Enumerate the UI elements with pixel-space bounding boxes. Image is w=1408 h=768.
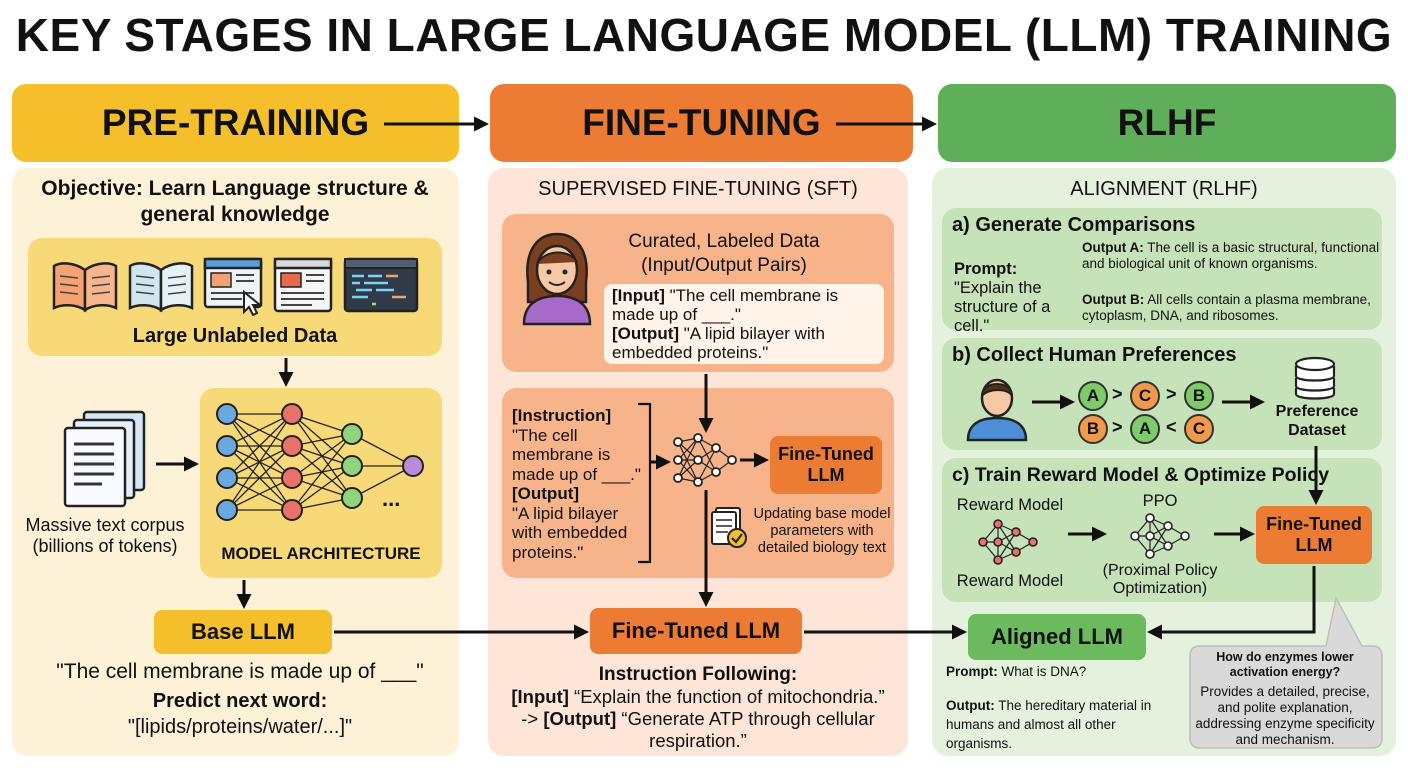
base-llm-box: Base LLM — [154, 610, 332, 654]
ex-output-tag: [Output] — [543, 708, 617, 729]
sft-pair-text: [Input] "The cell membrane is made up of… — [612, 286, 876, 362]
final-output-label: Output: — [946, 698, 995, 713]
output-a-text: The cell is a basic structural, function… — [1082, 240, 1380, 271]
document-stack-icon — [62, 408, 152, 508]
stage-header-finetuning: FINE-TUNING — [490, 84, 913, 162]
network-ellipsis: ... — [382, 486, 401, 511]
pretraining-objective: Objective: Learn Language structure & ge… — [41, 177, 429, 226]
unlabeled-data-label: Large Unlabeled Data — [132, 325, 338, 347]
comparison-prompt: Prompt: "Explain the structure of a cell… — [954, 260, 1080, 336]
model-architecture-label: MODEL ARCHITECTURE — [221, 544, 421, 563]
bubble-question: How do enzymes lower activation energy? — [1216, 650, 1354, 679]
prompt-label: Prompt: — [954, 260, 1018, 278]
final-prompt-text: What is DNA? — [997, 664, 1087, 679]
corpus-label: Massive text corpus (billions of tokens) — [25, 515, 185, 556]
rank-op: < — [1166, 417, 1177, 437]
instruction-text: "The cell membrane is made up of ___." — [512, 425, 641, 484]
stage-header-pretraining: PRE-TRAINING — [12, 84, 459, 162]
updating-note: Updating base model parameters with deta… — [753, 506, 891, 556]
ex-output-prefix: -> — [521, 708, 544, 729]
rank-op: > — [1112, 384, 1123, 404]
output-b-label: Output B: — [1082, 292, 1145, 307]
person-avatar-icon — [518, 230, 596, 326]
rank-op: > — [1112, 417, 1123, 437]
webpage-cursor-icon — [202, 256, 264, 317]
instruction-tag: [Instruction] — [512, 406, 612, 425]
instruction-following-example: [Input] “Explain the function of mitocho… — [488, 686, 908, 752]
aligned-llm-box: Aligned LLM — [968, 614, 1146, 660]
rank-a: A — [1130, 414, 1160, 444]
user-avatar-icon — [964, 374, 1030, 442]
page-title: KEY STAGES IN LARGE LANGUAGE MODEL (LLM)… — [15, 9, 1393, 61]
rank-c: C — [1130, 381, 1160, 411]
stage-header-rlhf: RLHF — [938, 84, 1396, 162]
open-book-icon — [126, 258, 196, 314]
webpage-icon — [272, 256, 334, 316]
rank-b: B — [1184, 381, 1214, 411]
ppo-network-icon — [1130, 512, 1190, 560]
neural-network-icon — [210, 396, 440, 531]
train-reward-title: c) Train Reward Model & Optimize Policy — [952, 464, 1330, 486]
ppo-label: PPO — [1142, 492, 1178, 510]
final-output: Output: The hereditary material in human… — [946, 696, 1182, 753]
code-editor-icon — [342, 256, 420, 316]
open-book-icon — [50, 258, 120, 314]
database-icon — [1292, 354, 1338, 400]
pretraining-example: "The cell membrane is made up of ___" — [56, 660, 424, 683]
finetuned-llm-main: Fine-Tuned LLM — [590, 608, 802, 654]
rank-a: A — [1078, 381, 1108, 411]
prompt-text: "Explain the structure of a cell." — [954, 279, 1051, 335]
rlhf-subtitle: ALIGNMENT (RLHF) — [1070, 178, 1258, 200]
output2-tag: [Output] — [512, 484, 580, 503]
output-b-text: All cells contain a plasma membrane, cyt… — [1082, 292, 1371, 323]
instruction-example: [Instruction] "The cell membrane is made… — [512, 406, 644, 562]
speech-bubble — [1186, 595, 1400, 752]
instruction-following-label: Instruction Following: — [598, 664, 798, 685]
reward-model-label-bottom: Reward Model — [956, 572, 1064, 590]
output-b: Output B: All cells contain a plasma mem… — [1082, 292, 1380, 323]
predict-label: Predict next word: — [152, 690, 328, 712]
final-prompt: Prompt: What is DNA? — [946, 664, 1182, 679]
output2-text: "A lipid bilayer with embedded proteins.… — [512, 503, 628, 562]
output-a-label: Output A: — [1082, 240, 1144, 255]
bubble-answer: Provides a detailed, precise, and polite… — [1195, 684, 1375, 747]
final-output-text: The hereditary material in humans and al… — [946, 698, 1152, 751]
reward-network-icon — [978, 518, 1038, 566]
predict-options: "[lipids/proteins/water/...]" — [127, 716, 353, 738]
input-output-pair-card — [604, 284, 884, 364]
rank-c: C — [1184, 414, 1214, 444]
document-check-icon — [710, 506, 748, 550]
rlhf-finetuned-llm: Fine-Tuned LLM — [1256, 506, 1372, 564]
sft-subtitle: SUPERVISED FINE-TUNING (SFT) — [538, 178, 858, 200]
rank-b: B — [1078, 414, 1108, 444]
output-text: "A lipid bilayer with embedded proteins.… — [612, 324, 825, 362]
ex-output-text: “Generate ATP through cellular respirati… — [616, 708, 875, 751]
input-text: "The cell membrane is made up of ___." — [612, 286, 839, 324]
output-tag: [Output] — [612, 324, 680, 343]
preference-dataset-label: Preference Dataset — [1275, 403, 1359, 439]
small-network-icon — [672, 432, 738, 488]
curated-data-title: Curated, Labeled Data (Input/Output Pair… — [628, 231, 820, 276]
rank-op: > — [1166, 384, 1177, 404]
generate-comparisons-box — [942, 208, 1382, 330]
output-a: Output A: The cell is a basic structural… — [1082, 240, 1380, 271]
generate-comparisons-title: a) Generate Comparisons — [952, 214, 1196, 236]
finetuned-llm-small: Fine-Tuned LLM — [770, 436, 882, 494]
reward-model-label-top: Reward Model — [956, 496, 1064, 514]
input-tag: [Input] — [612, 286, 665, 305]
ex-input-tag: [Input] — [511, 686, 569, 707]
ex-input-text: “Explain the function of mitochondria.” — [568, 686, 885, 707]
ppo-full-label: (Proximal Policy Optimization) — [1102, 562, 1218, 597]
collect-preferences-title: b) Collect Human Preferences — [952, 344, 1237, 366]
model-architecture-box — [200, 388, 442, 578]
final-prompt-label: Prompt: — [946, 664, 998, 679]
